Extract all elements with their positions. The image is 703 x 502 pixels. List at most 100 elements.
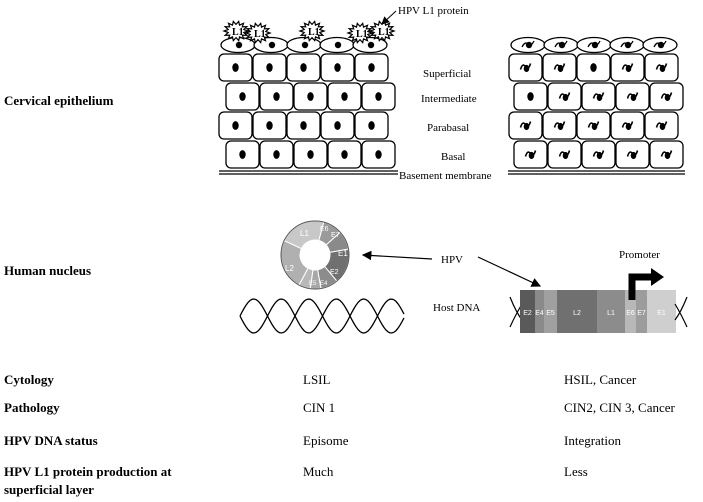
episome-gene-e4: E4 xyxy=(320,281,328,287)
layer-label-superficial: Superficial xyxy=(423,68,471,80)
layer-label-parabasal: Parabasal xyxy=(427,122,469,134)
l1-protein-particle xyxy=(346,22,374,44)
host-dna-label: Host DNA xyxy=(433,302,480,314)
cell-nucleus xyxy=(625,64,632,73)
cell-nucleus xyxy=(596,93,603,102)
l1-protein-particle xyxy=(222,20,250,42)
episome-gene-l2: L2 xyxy=(285,264,294,273)
table-row-label: Cytology xyxy=(4,372,54,387)
table-cell-integration: CIN2, CIN 3, Cancer xyxy=(564,400,676,415)
cell-nucleus xyxy=(239,92,246,101)
hpv-episome: L1 L2 E6 E7 E1 E2 E4 E5 xyxy=(280,220,350,290)
cell-nucleus xyxy=(659,64,666,73)
cell-nucleus xyxy=(341,92,348,101)
cell-nucleus xyxy=(528,151,535,160)
integrated-gene-segment xyxy=(520,290,535,333)
dna-strand xyxy=(239,298,405,334)
cell-nucleus xyxy=(590,63,597,72)
table-cell-integration: Integration xyxy=(564,433,622,448)
cell-nucleus xyxy=(664,151,671,160)
cell-nucleus xyxy=(557,64,564,73)
table-cell-episome: Episome xyxy=(303,433,349,448)
integrated-gene-segment xyxy=(544,290,557,333)
table-row-label: Pathology xyxy=(4,400,60,415)
cell-nucleus xyxy=(562,151,569,160)
basement-membrane-label: Basement membrane xyxy=(399,170,492,182)
table-row-label: HPV DNA status xyxy=(4,433,98,448)
table-cell-episome: CIN 1 xyxy=(303,400,335,415)
episome-gene-e5: E5 xyxy=(309,281,317,287)
cell-nucleus xyxy=(334,63,341,72)
cell-nucleus xyxy=(523,64,530,73)
integrated-gene-segment xyxy=(557,290,597,333)
arrow-to-integration xyxy=(477,256,542,287)
cell-nucleus xyxy=(307,92,314,101)
l1-particle-label: L1 xyxy=(232,27,244,38)
cell-nucleus xyxy=(557,122,564,131)
hpv-l1-protein-label: HPV L1 protein xyxy=(398,5,469,17)
layer-label-intermediate: Intermediate xyxy=(421,93,477,105)
cell-nucleus xyxy=(239,150,246,159)
cell-nucleus xyxy=(523,122,530,131)
cell-nucleus xyxy=(266,121,273,130)
cell-nucleus xyxy=(625,122,632,131)
arrow-to-episome xyxy=(361,250,433,261)
cell-nucleus xyxy=(334,121,341,130)
hpv-label: HPV xyxy=(441,254,463,266)
table-row-label: HPV L1 protein production at xyxy=(4,464,172,479)
l1-particle-label: L1 xyxy=(254,29,266,40)
l1-protein-particle xyxy=(298,20,326,42)
l1-particle-label: L1 xyxy=(308,27,320,38)
l1-pointer-arrow xyxy=(381,10,397,25)
table-cell-episome: Much xyxy=(303,464,334,479)
row-label-nucleus: Human nucleus xyxy=(4,263,91,278)
cell-nucleus xyxy=(527,92,534,101)
cell-nucleus xyxy=(664,93,671,102)
episome-gene-l1: L1 xyxy=(300,229,309,238)
integrated-epithelium xyxy=(508,36,684,169)
host-dna-helix-left xyxy=(239,298,405,334)
integrated-gene-segment xyxy=(647,290,676,333)
cell-nucleus xyxy=(630,93,637,102)
table-cell-episome: LSIL xyxy=(303,372,331,387)
l1-protein-particle xyxy=(244,22,272,44)
integrated-gene-label: L2 xyxy=(573,310,581,317)
table-cell-integration: HSIL, Cancer xyxy=(564,372,637,387)
integrated-gene-segment xyxy=(636,290,647,333)
cell-nucleus xyxy=(307,150,314,159)
cell-nucleus xyxy=(341,150,348,159)
cell-nucleus xyxy=(266,63,273,72)
integrated-gene-segment xyxy=(535,290,544,333)
integrated-gene-label: E6 xyxy=(626,310,635,317)
table-cell-integration: Less xyxy=(564,464,588,479)
table-row-label-cont: superficial layer xyxy=(4,482,94,497)
layer-label-basal: Basal xyxy=(441,151,465,163)
episome-gene-e1: E1 xyxy=(338,249,348,258)
episome-gene-e7: E7 xyxy=(331,232,340,239)
l1-particle-label: L1 xyxy=(356,29,368,40)
promoter-label: Promoter xyxy=(619,249,660,261)
l1-particle-label: L1 xyxy=(378,27,390,38)
cell-nucleus xyxy=(562,93,569,102)
cell-nucleus xyxy=(375,150,382,159)
integrated-gene-label: E7 xyxy=(637,310,646,317)
integrated-gene-label: E1 xyxy=(657,310,666,317)
cell-nucleus xyxy=(300,121,307,130)
promoter-arrow xyxy=(628,273,652,300)
cell-nucleus xyxy=(368,63,375,72)
episome-gene-e2: E2 xyxy=(330,269,339,276)
row-label-epithelium: Cervical epithelium xyxy=(4,93,114,108)
cell-nucleus xyxy=(232,63,239,72)
integrated-gene-segment xyxy=(597,290,625,333)
cell-nucleus xyxy=(591,122,598,131)
episome-gene-e6: E6 xyxy=(320,226,329,233)
cell-nucleus xyxy=(273,150,280,159)
cell-nucleus xyxy=(630,151,637,160)
cell-nucleus xyxy=(596,151,603,160)
integrated-gene-label: E5 xyxy=(546,310,555,317)
cell-nucleus xyxy=(300,63,307,72)
cell-nucleus xyxy=(232,121,239,130)
